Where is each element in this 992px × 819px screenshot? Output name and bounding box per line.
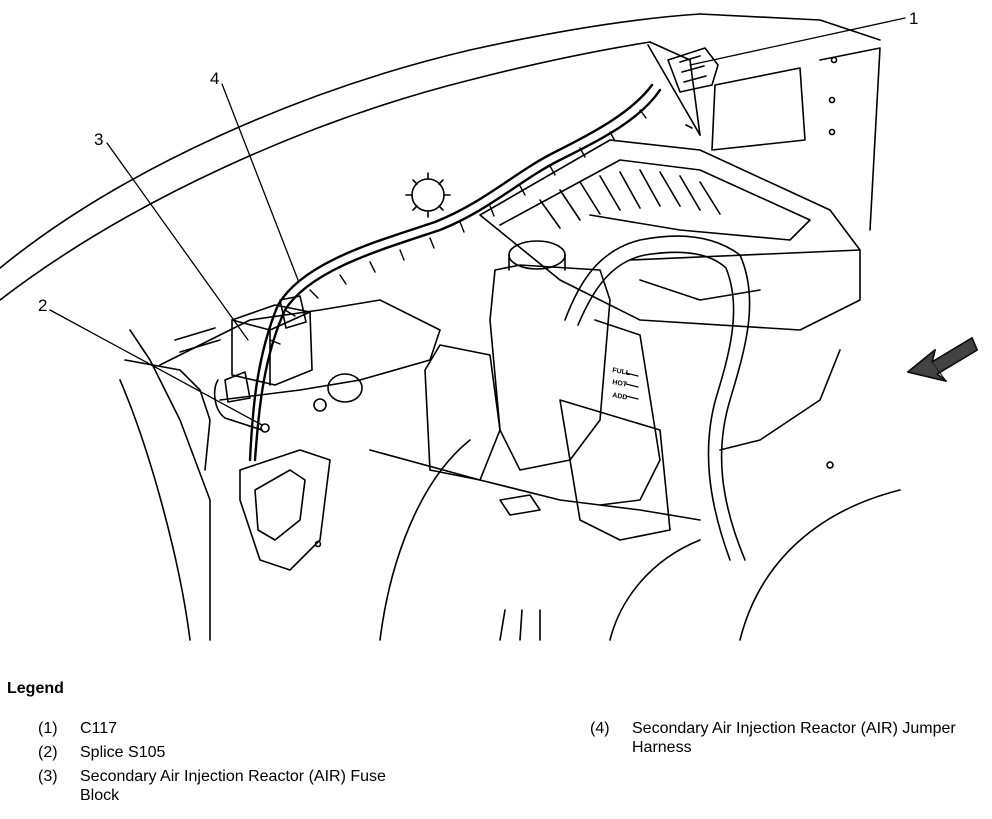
fender-outline [0,13,881,641]
legend-item-text: Splice S105 [80,744,166,761]
radiator-hose [564,235,751,561]
leader-line-2 [49,309,263,426]
tank-level-marks [625,372,639,400]
leader-line-3 [106,142,249,341]
tank-label-add: ADD [612,392,628,402]
engine-compartment-diagram: 1 2 3 4 FULL HOT ADD [0,9,978,641]
jumper-harness [248,83,662,462]
connector-c117 [647,44,719,136]
tank-label-full: FULL [612,367,632,377]
legend-item-text: C117 [80,720,118,737]
callout-3: 3 [94,130,103,149]
callout-2: 2 [38,296,47,315]
legend-item: (2) Splice S105 [38,743,458,762]
coolant-reservoir [489,240,671,541]
wheel-well [379,439,901,641]
legend-item: (4) Secondary Air Injection Reactor (AIR… [590,719,990,757]
legend-item-text: Secondary Air Injection Reactor (AIR) Fu… [80,768,386,804]
legend-item: (1) C117 [38,719,458,738]
leader-line-1 [689,17,906,66]
cowl-opening [314,56,838,548]
harness-tape-bands [269,109,647,345]
leader-line-4 [221,83,299,281]
callout-1: 1 [909,9,918,28]
callout-4: 4 [210,69,219,88]
legend-item-number: (1) [38,720,58,737]
inner-fender [124,299,441,571]
legend-item: (3) Secondary Air Injection Reactor (AIR… [38,767,458,805]
splice-s105 [213,379,270,433]
legend-column-left: (1) C117 (2) Splice S105 (3) Secondary A… [38,719,458,810]
legend-item-number: (3) [38,768,58,785]
lower-structure [369,344,841,521]
grommet [405,172,451,218]
control-module [479,139,861,331]
tank-label-hot: HOT [612,379,628,389]
legend-item-text: Secondary Air Injection Reactor (AIR) Ju… [632,720,956,756]
legend-column-right: (4) Secondary Air Injection Reactor (AIR… [590,719,990,762]
air-fuse-block [224,295,313,403]
leader-lines [49,17,906,426]
legend-title: Legend [7,680,64,697]
legend-item-number: (2) [38,744,58,761]
front-arrow-fill [908,338,977,381]
legend-item-number: (4) [590,720,610,737]
